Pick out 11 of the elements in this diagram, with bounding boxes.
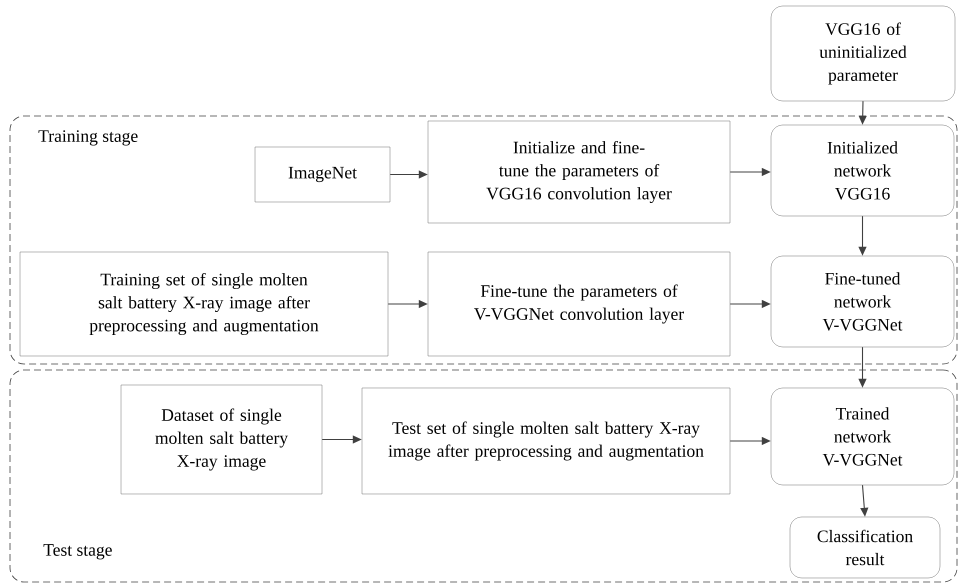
rounded-box: Classification result — [790, 516, 940, 578]
rounded-box: Trained network V-VGGNet — [770, 388, 954, 486]
process-box: Test set of single molten salt battery X-ray image after preprocessing and augmentation — [362, 388, 730, 494]
process-box: ImageNet — [254, 146, 390, 202]
process-box: Initialize and fine-tune the parameters of VGG16 convolution layer — [428, 120, 730, 224]
process-box: Fine-tune the parameters of V-VGGNet convolution layer — [428, 252, 730, 356]
process-box: Training set of single molten salt battery X-ray image after preprocessing and augmentation — [20, 252, 388, 356]
rounded-box: VGG16 of uninitialized parameter — [770, 6, 956, 102]
rounded-box: Initialized network VGG16 — [770, 124, 954, 216]
rounded-box: Fine-tuned network V-VGGNet — [770, 256, 954, 348]
process-box: Dataset of single molten salt battery X-ray image — [120, 384, 322, 494]
